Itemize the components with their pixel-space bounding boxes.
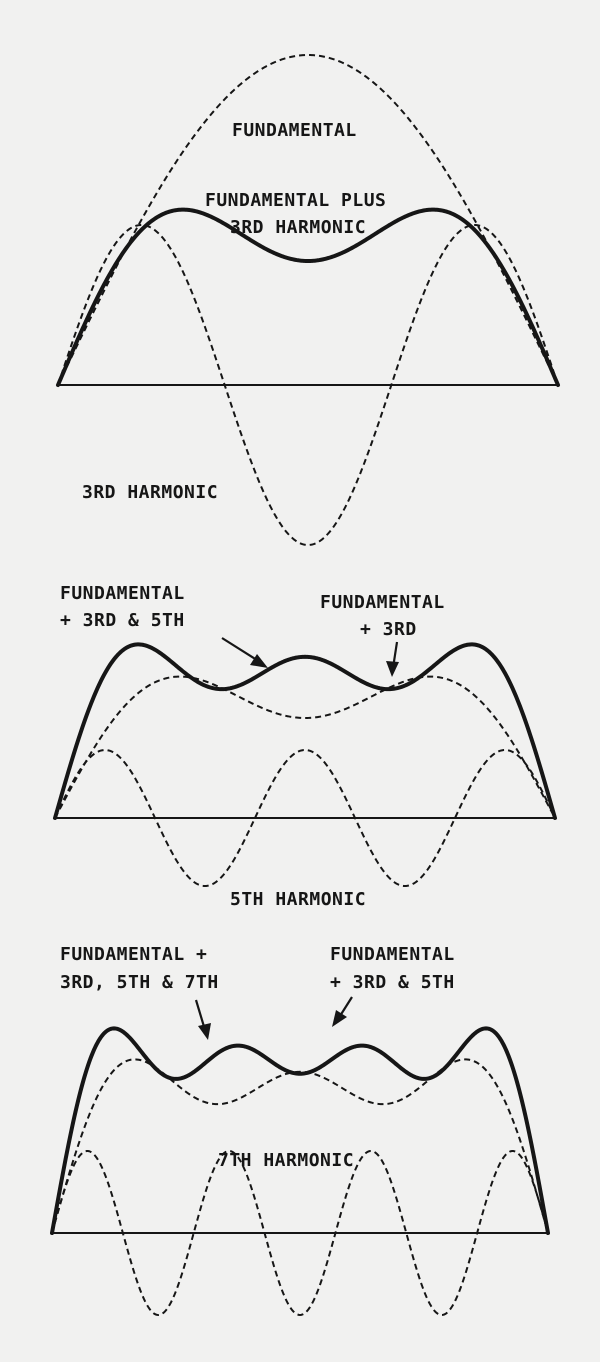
label-sum-line2: 3RD, 5TH & 7TH <box>60 972 219 993</box>
fundamental-plus-third-fifth-wave <box>53 642 557 820</box>
label-sum-line2: 3RD HARMONIC <box>230 217 366 238</box>
label-sum-line1: FUNDAMENTAL <box>60 583 185 604</box>
fundamental-plus-third-fifth-wave <box>51 1058 549 1234</box>
arrow-to-prev <box>386 641 399 677</box>
label-harmonic: 5TH HARMONIC <box>230 889 366 910</box>
label-sum-line2: + 3RD & 5TH <box>60 610 185 631</box>
seventh-harmonic-wave <box>51 1149 549 1317</box>
arrow-to-prev <box>332 996 353 1027</box>
label-harmonic: 7TH HARMONIC <box>218 1150 354 1171</box>
fundamental-wave <box>57 53 559 386</box>
label-harmonic: 3RD HARMONIC <box>82 482 218 503</box>
label-sum-line1: FUNDAMENTAL PLUS <box>205 190 386 211</box>
fundamental-plus-third-wave <box>54 675 556 819</box>
panel-fundamental-plus-3rd-5th-7th: FUNDAMENTAL + 3RD, 5TH & 7TH FUNDAMENTAL… <box>50 944 550 1317</box>
label-prev-line1: FUNDAMENTAL <box>330 944 455 965</box>
label-prev-line2: + 3RD & 5TH <box>330 972 455 993</box>
panel-fundamental-plus-3rd: FUNDAMENTAL FUNDAMENTAL PLUS 3RD HARMONI… <box>56 53 560 547</box>
label-fundamental: FUNDAMENTAL <box>232 120 357 141</box>
panel-fundamental-plus-3rd-5th: FUNDAMENTAL + 3RD & 5TH FUNDAMENTAL + 3R… <box>53 583 557 910</box>
label-prev-line2: + 3RD <box>360 619 417 640</box>
arrow-to-sum <box>221 637 268 668</box>
label-sum-line1: FUNDAMENTAL + <box>60 944 207 965</box>
label-prev-line1: FUNDAMENTAL <box>320 592 445 613</box>
third-harmonic-wave <box>57 223 559 547</box>
fundamental-plus-third-fifth-seventh-wave <box>50 1026 550 1235</box>
fundamental-plus-third-wave <box>56 207 560 387</box>
arrow-to-sum <box>194 999 211 1040</box>
